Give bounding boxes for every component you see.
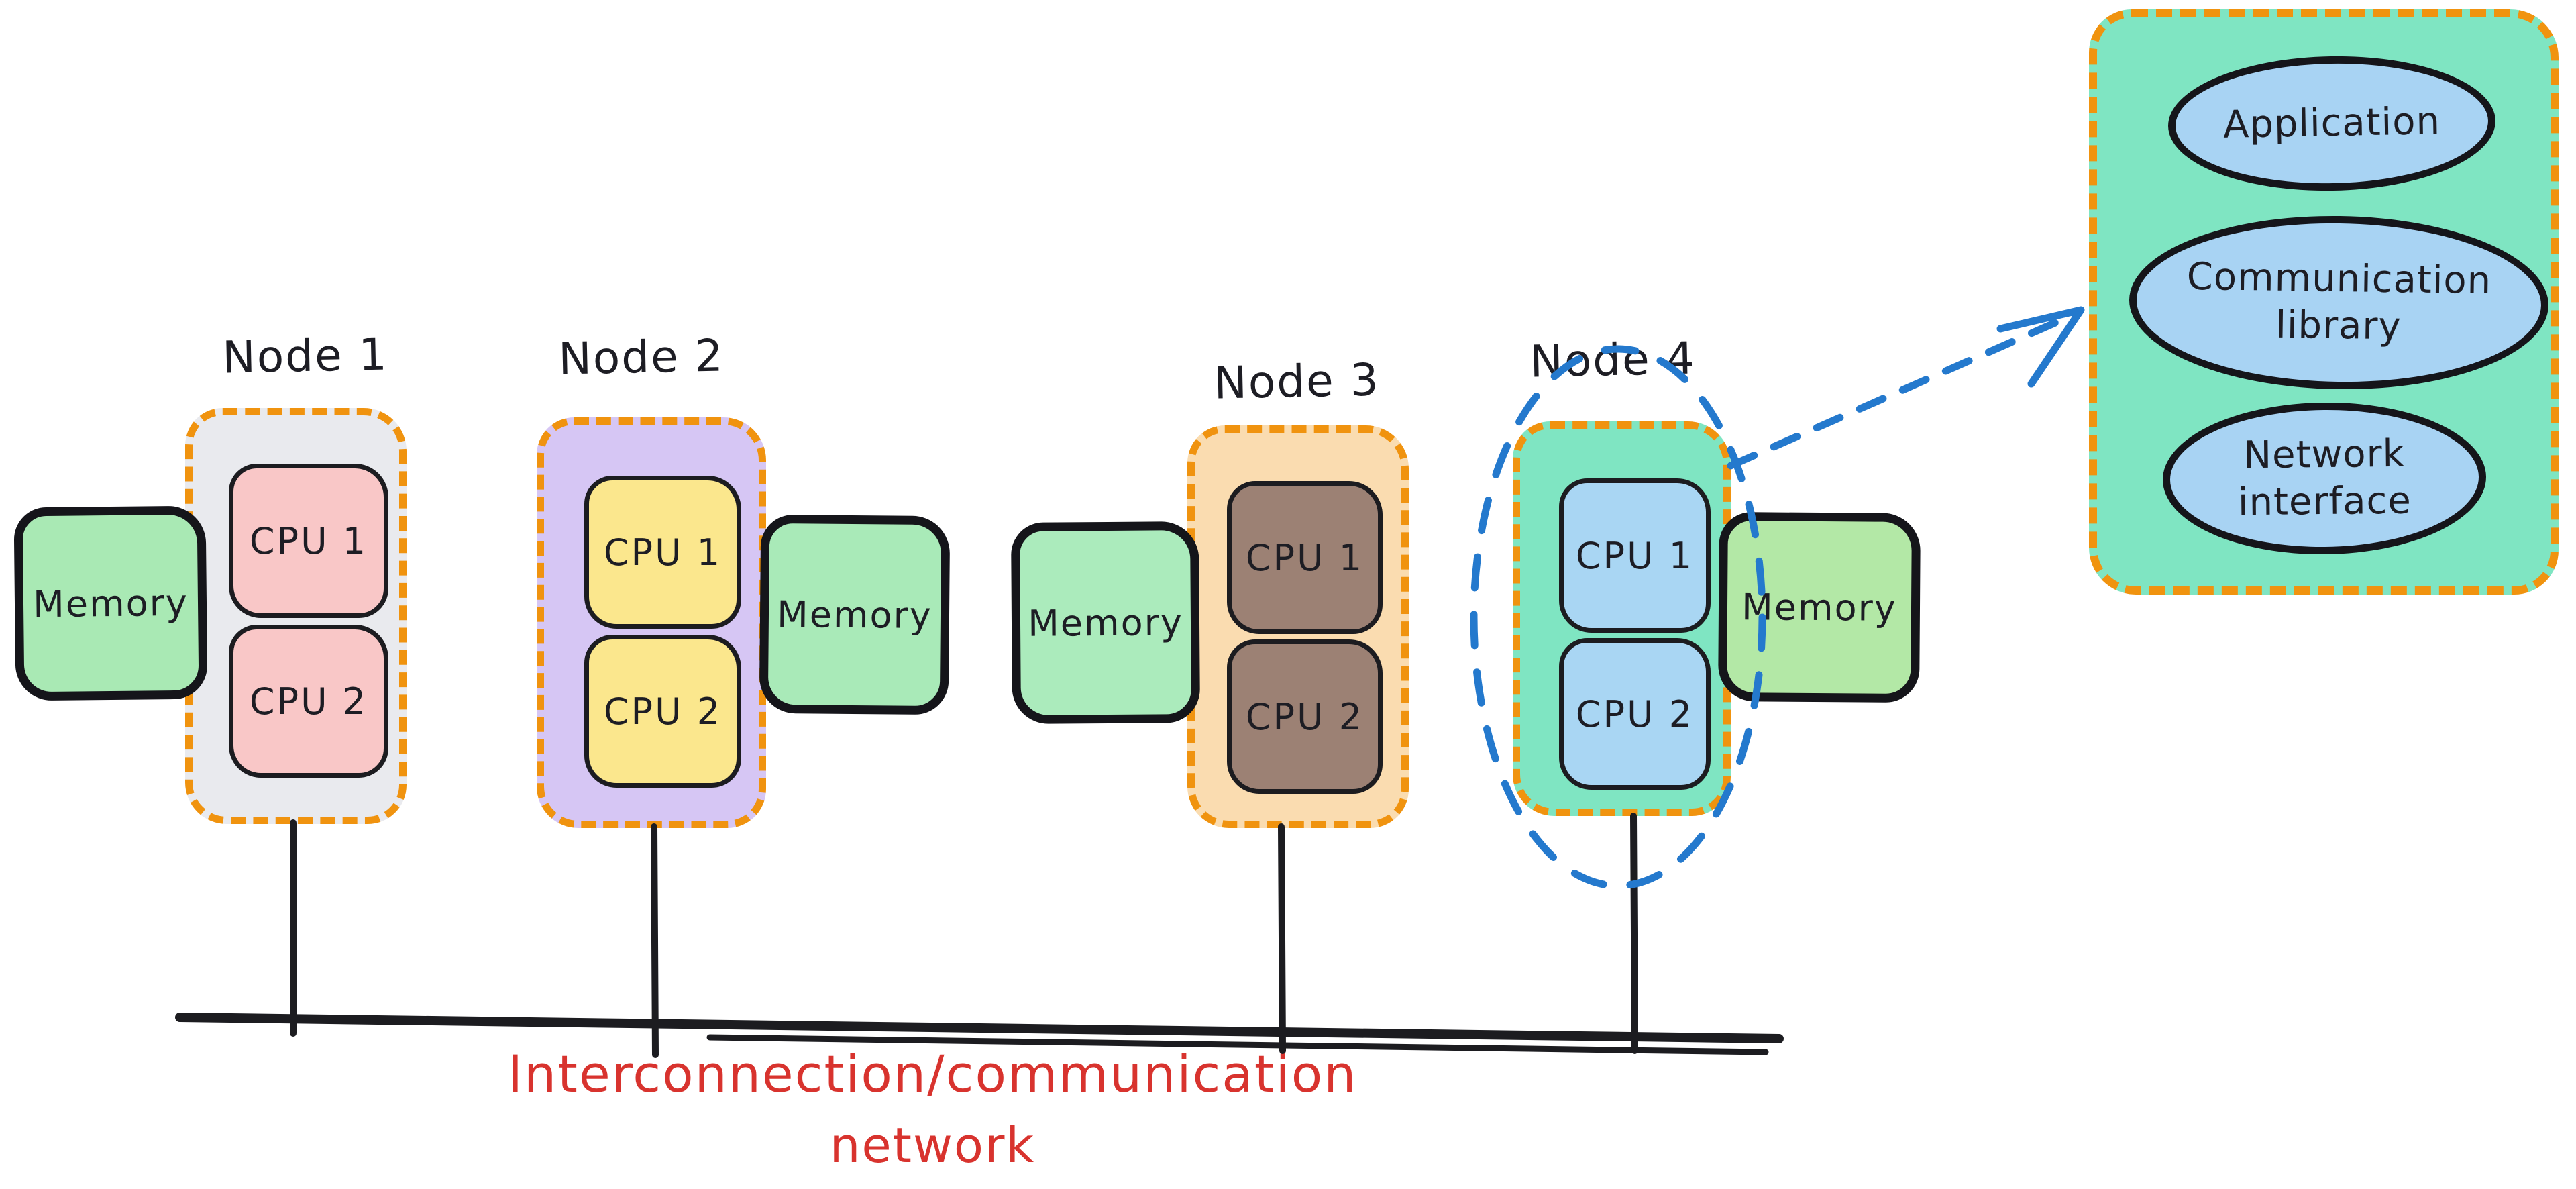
detail-panel: Application Communication library Networ… [2089,9,2559,594]
node-1-title: Node 1 [221,328,389,384]
node-2-box: CPU 1 CPU 2 [537,417,766,828]
node-3-cpu-1: CPU 1 [1227,481,1383,634]
detail-item-network-interface: Network interface [2161,401,2487,556]
node-2-cpu-1: CPU 1 [584,476,741,629]
connector-line-node-3 [1278,823,1286,1054]
detail-item-application: Application [2167,53,2497,194]
network-bus-line [175,1013,1784,1043]
detail-item-communication-library: Communication library [2128,213,2550,393]
node-3-box: CPU 1 CPU 2 [1187,425,1409,828]
node-4-memory: Memory [1718,511,1921,703]
node-2-memory: Memory [759,514,951,715]
node-4-cpu-2: CPU 2 [1559,638,1711,790]
node-4-box: CPU 1 CPU 2 [1513,421,1731,816]
node-3-memory: Memory [1010,521,1201,724]
network-label-line-1: Interconnection/communication [507,1044,1358,1104]
detail-arrow-head [1996,306,2085,388]
node-1-memory: Memory [13,505,208,701]
node-3-title: Node 3 [1213,354,1381,409]
node-4-cpu-1: CPU 1 [1559,478,1711,633]
node-2-cpu-2: CPU 2 [584,635,741,788]
connector-line-node-2 [651,823,659,1058]
node-1-box: CPU 1 CPU 2 [185,408,407,824]
node-2-title: Node 2 [557,329,725,385]
detail-arrow-line [1727,309,2082,470]
connector-line-node-4 [1630,813,1638,1054]
network-label-line-2: network [829,1117,1036,1174]
node-3-cpu-2: CPU 2 [1227,639,1383,794]
node-1-cpu-2: CPU 2 [229,625,388,778]
network-label: Interconnection/communication network [463,1044,1402,1174]
node-4-title: Node 4 [1529,332,1697,388]
node-1-cpu-1: CPU 1 [229,464,388,618]
